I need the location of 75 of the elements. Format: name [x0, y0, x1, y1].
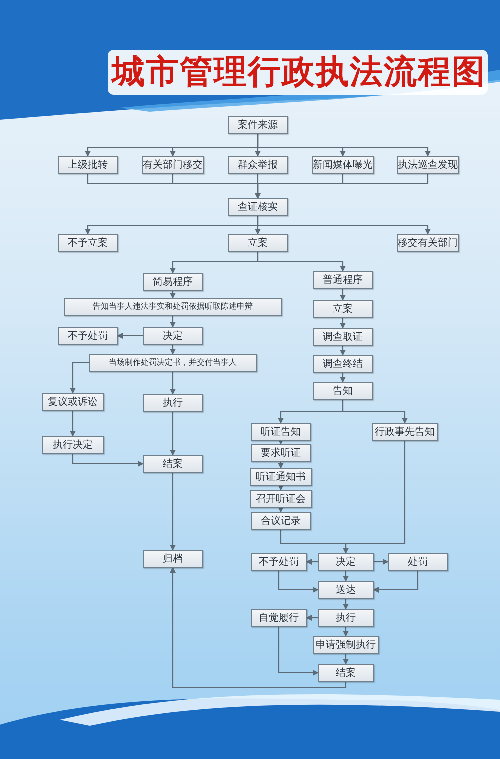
arrow [373, 571, 419, 593]
arrow [278, 627, 319, 676]
arrow [257, 252, 346, 272]
process-box: 调查终结 [313, 355, 373, 373]
process-box: 不予立案 [58, 234, 118, 252]
process-box: 不予处罚 [251, 553, 307, 571]
process-box: 查证核实 [228, 198, 288, 216]
arrow [278, 485, 284, 491]
arrow [306, 615, 318, 621]
process-box: 听证通知书 [250, 468, 312, 486]
arrow [306, 559, 318, 565]
arrow [343, 599, 349, 610]
arrow [278, 439, 284, 445]
process-box: 群众举报 [228, 156, 288, 174]
process-box: 简易程序 [143, 273, 203, 291]
process-box: 召开听证会 [250, 490, 312, 508]
arrow [257, 216, 431, 235]
process-box: 立案 [313, 300, 373, 318]
process-box: 当场制作处罚决定书，并交付当事人 [89, 354, 257, 372]
arrow [255, 174, 429, 199]
process-box: 归档 [143, 550, 203, 568]
process-box: 执行决定 [42, 436, 104, 454]
process-box: 决定 [143, 327, 203, 345]
process-box: 送达 [318, 581, 374, 599]
process-box: 结案 [143, 455, 203, 473]
process-box: 执行 [143, 394, 203, 412]
arrow [340, 373, 346, 383]
process-box: 要求听证 [251, 444, 311, 462]
arrow [170, 372, 176, 395]
arrow [343, 571, 349, 582]
arrow [340, 346, 346, 356]
arrow [278, 571, 319, 593]
process-box: 听证告知 [251, 423, 311, 441]
process-box: 行政事先告知 [372, 423, 438, 441]
process-box: 普通程序 [313, 271, 373, 289]
arrow [343, 441, 406, 554]
process-box: 告知 [313, 382, 373, 400]
process-box: 合议记录 [251, 512, 311, 530]
poster-title: 城市管理行政执法流程图 [108, 50, 488, 95]
process-box: 执法巡查发现 [397, 156, 459, 174]
process-box: 申请强制执行 [313, 636, 379, 654]
arrow [257, 134, 431, 157]
arrow [343, 627, 349, 637]
process-box: 决定 [318, 553, 374, 571]
arrow [72, 454, 144, 467]
process-box: 新闻媒体曝光 [312, 156, 374, 174]
process-box: 结案 [318, 664, 374, 682]
process-box: 告知当事人违法事实和处罚依据听取陈述申辩 [64, 298, 282, 316]
process-box: 上级批转 [58, 156, 118, 174]
arrow [342, 400, 408, 424]
arrow [170, 567, 347, 689]
process-box: 自觉履行 [251, 609, 307, 627]
arrow [374, 559, 389, 565]
process-box: 执行 [318, 609, 374, 627]
arrow [70, 362, 89, 394]
arrow [278, 507, 284, 513]
process-box: 立案 [228, 234, 288, 252]
arrow [170, 291, 176, 299]
process-box: 复议或诉讼 [42, 393, 104, 411]
arrow [278, 462, 284, 469]
arrow [70, 411, 76, 437]
process-box: 有关部门移交 [142, 156, 204, 174]
arrow [340, 318, 346, 329]
arrow [170, 412, 176, 456]
arrow [170, 345, 176, 355]
process-box: 处罚 [388, 553, 448, 571]
process-box: 不予处罚 [58, 327, 118, 345]
process-box: 案件来源 [228, 116, 288, 134]
process-box: 调查取证 [313, 328, 373, 346]
arrow [170, 473, 176, 551]
arrow [170, 316, 176, 328]
arrow [343, 654, 349, 665]
arrow [340, 289, 346, 301]
process-box: 移交有关部门 [397, 234, 459, 252]
arrow [117, 333, 143, 339]
